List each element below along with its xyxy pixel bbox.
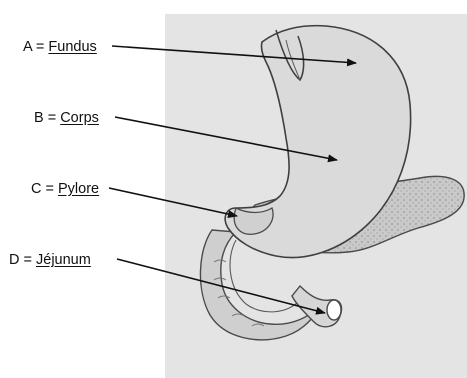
label-key: B (34, 110, 44, 126)
label-separator: = (32, 39, 49, 55)
label-separator: = (41, 181, 58, 197)
label-corps: B = Corps (34, 111, 99, 126)
label-separator: = (44, 110, 61, 126)
label-term: Corps (60, 110, 99, 126)
label-jejunum: D = Jéjunum (9, 253, 91, 268)
label-key: C (31, 181, 41, 197)
label-fundus: A = Fundus (23, 40, 97, 55)
label-separator: = (19, 252, 36, 268)
label-term: Pylore (58, 181, 99, 197)
label-term: Jéjunum (36, 252, 91, 268)
jejunum-opening (327, 300, 341, 320)
label-term: Fundus (48, 39, 96, 55)
label-key: D (9, 252, 19, 268)
label-key: A (23, 39, 32, 55)
label-pylore: C = Pylore (31, 182, 99, 197)
